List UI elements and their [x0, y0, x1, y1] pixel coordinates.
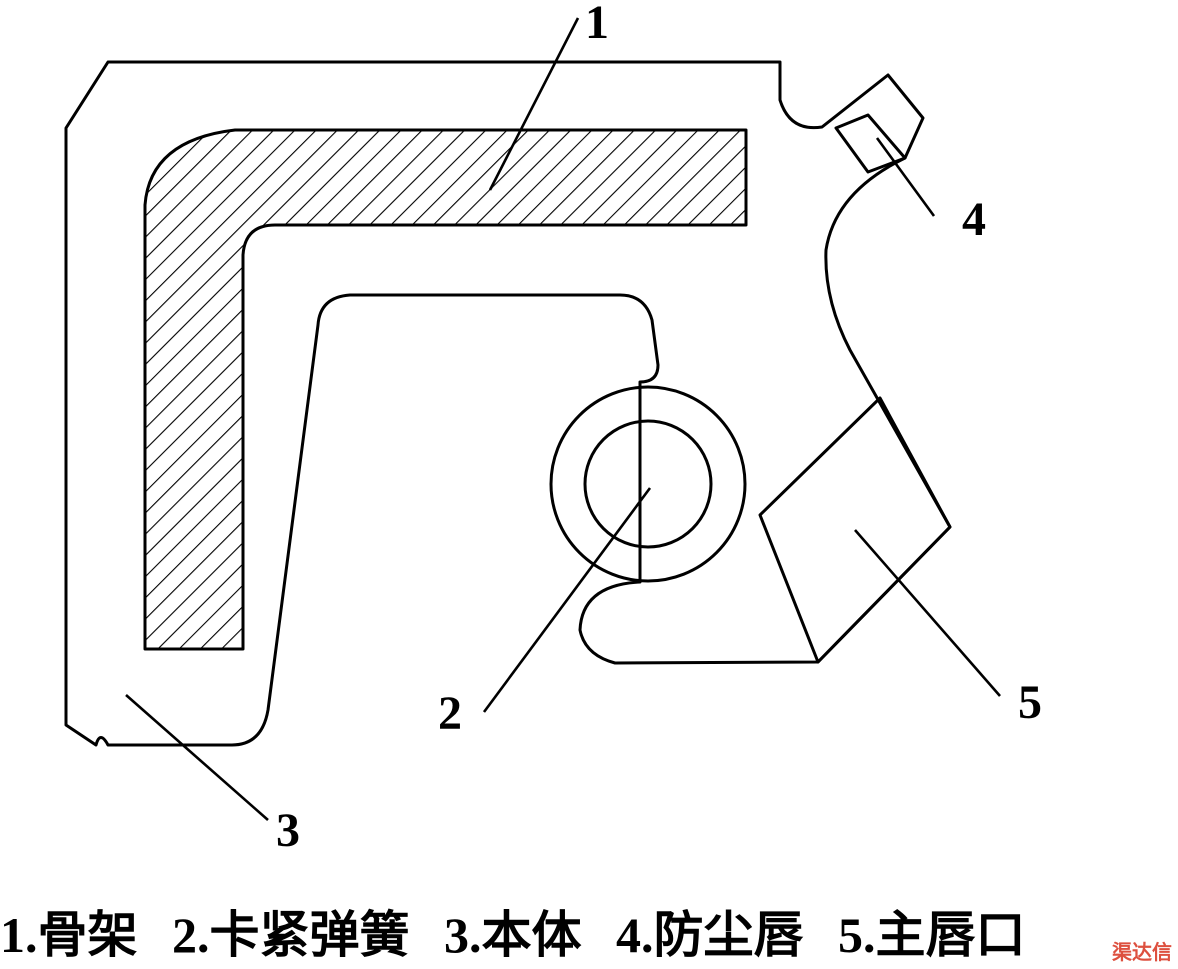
leader-line-3 — [125, 694, 269, 821]
leader-line-2 — [482, 487, 652, 713]
oil-seal-cross-section: 1 2 3 4 5 — [64, 0, 1042, 857]
legend-item-skeleton: 1.骨架 — [0, 907, 138, 963]
callout-5: 5 — [1018, 676, 1042, 729]
legend-item-main-lip: 5.主唇口 — [838, 907, 1026, 963]
metal-skeleton — [143, 128, 748, 651]
main-lip-block — [758, 396, 952, 664]
callout-2: 2 — [438, 687, 462, 740]
callout-3: 3 — [276, 804, 300, 857]
spring-outer-ring — [549, 385, 747, 583]
seal-body-outline — [64, 60, 952, 747]
callout-1: 1 — [585, 0, 609, 49]
legend-item-dust-lip: 4.防尘唇 — [616, 907, 804, 963]
leader-line-5 — [854, 529, 1001, 697]
leader-line-4 — [875, 137, 936, 217]
spring-inner-ring — [583, 419, 713, 549]
watermark: 渠达信 — [1112, 940, 1172, 964]
legend-item-body: 3.本体 — [444, 907, 582, 963]
callout-4: 4 — [962, 193, 986, 246]
leader-line-1 — [488, 17, 580, 191]
legend-caption: 1.骨架 2.卡紧弹簧 3.本体 4.防尘唇 5.主唇口 — [0, 902, 1178, 969]
legend-item-spring: 2.卡紧弹簧 — [172, 907, 410, 963]
dust-lip-block — [834, 113, 907, 174]
